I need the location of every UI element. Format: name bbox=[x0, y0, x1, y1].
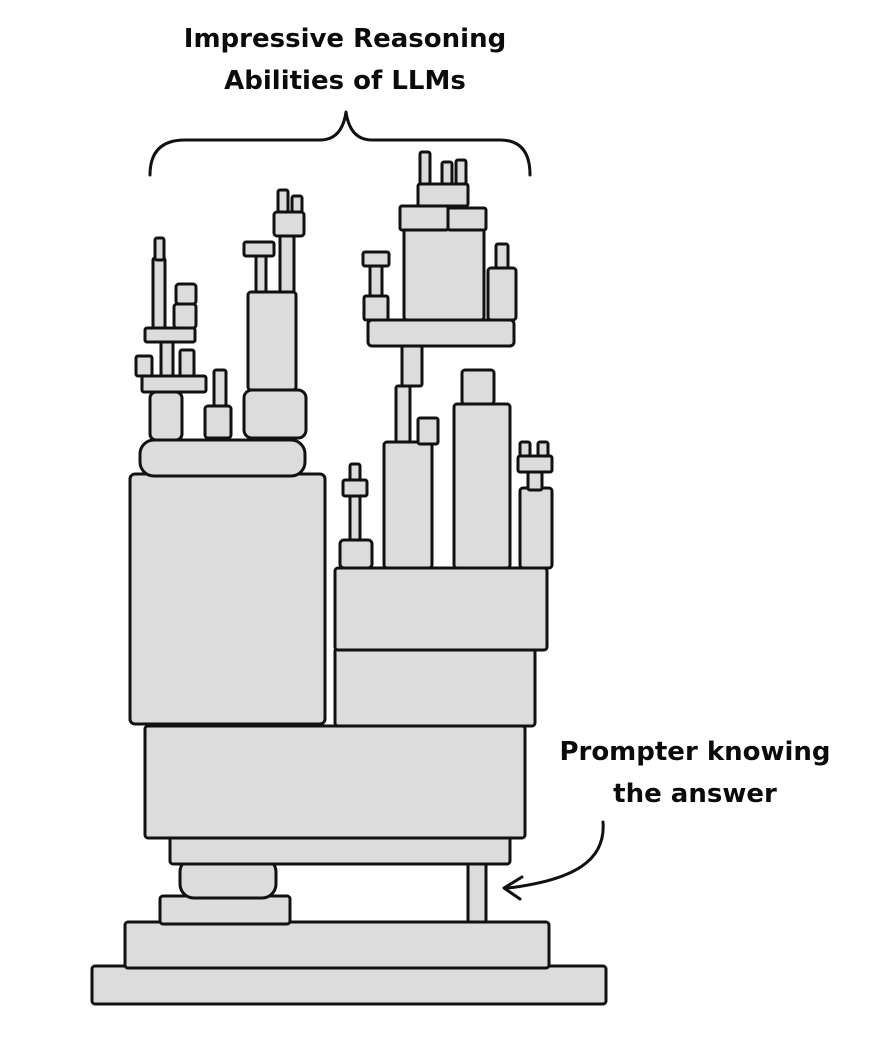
prompter-stick bbox=[466, 860, 488, 924]
right-pedestal-stick bbox=[348, 494, 362, 542]
left-nub-a bbox=[134, 354, 154, 378]
crown-box bbox=[402, 226, 486, 322]
crown-nub-a bbox=[418, 150, 432, 186]
top-caption-line-1: Impressive Reasoning bbox=[183, 24, 507, 54]
right-pedestal-tip bbox=[348, 462, 362, 482]
pillar-drum bbox=[242, 388, 308, 440]
right-upper-block bbox=[333, 566, 549, 652]
pillar-stick-b bbox=[278, 234, 296, 294]
left-post bbox=[159, 338, 175, 378]
left-crossbar bbox=[140, 374, 208, 394]
lower-body bbox=[143, 724, 527, 840]
support-slab bbox=[168, 834, 512, 866]
crown-bar-right bbox=[446, 206, 488, 232]
base-slab-upper bbox=[123, 920, 551, 970]
tall-column bbox=[452, 402, 512, 570]
side-caption-line-1: Prompter knowing bbox=[559, 737, 831, 767]
mid-column bbox=[382, 440, 434, 570]
left-support-plate bbox=[158, 894, 292, 926]
curly-brace bbox=[148, 110, 532, 177]
left-crown-stick bbox=[368, 264, 384, 298]
big-left-block bbox=[128, 472, 327, 726]
left-cylinder bbox=[148, 390, 184, 442]
right-pedestal-small bbox=[338, 538, 374, 570]
crown-top bbox=[416, 182, 470, 208]
left-crown-cap bbox=[361, 250, 391, 268]
left-disc bbox=[138, 438, 307, 478]
mid-column-box bbox=[416, 416, 440, 446]
far-right-box bbox=[518, 486, 554, 570]
small-block-stick bbox=[212, 368, 228, 408]
pillar-top-nub-b bbox=[290, 194, 304, 214]
pillar-column bbox=[246, 290, 298, 392]
left-small-box-b bbox=[174, 282, 198, 306]
right-crown-box bbox=[486, 266, 518, 322]
right-crown-nub bbox=[494, 242, 510, 270]
left-tall-rod bbox=[151, 256, 167, 330]
top-caption-line-2: Abilities of LLMs bbox=[224, 66, 466, 96]
small-block bbox=[203, 404, 233, 440]
pillar-top-nub-a bbox=[276, 188, 290, 214]
right-pedestal-cap bbox=[341, 478, 369, 498]
left-small-box-a bbox=[172, 302, 198, 330]
left-rod-cap bbox=[153, 236, 166, 262]
left-nub-b bbox=[178, 348, 196, 378]
far-right-cap bbox=[516, 454, 554, 474]
pillar-stick-a bbox=[254, 252, 268, 294]
right-lower-block bbox=[333, 646, 537, 728]
side-caption-line-2: the answer bbox=[613, 779, 777, 809]
crown-bar-left bbox=[398, 204, 450, 232]
far-right-nub-a bbox=[518, 440, 532, 458]
pillar-top-block bbox=[272, 210, 306, 238]
tall-column-top bbox=[460, 368, 496, 406]
support-post bbox=[400, 344, 424, 388]
mid-column-link bbox=[394, 384, 412, 444]
pointer-arrow bbox=[506, 820, 605, 890]
arrow-head bbox=[502, 875, 524, 901]
left-crown-stack bbox=[362, 294, 390, 322]
crown-nub-c bbox=[454, 158, 468, 186]
far-right-stick bbox=[526, 470, 544, 492]
base-slab-bottom bbox=[90, 964, 608, 1006]
left-mid-bar bbox=[143, 326, 197, 344]
crown-nub-b bbox=[440, 160, 454, 186]
far-right-nub-b bbox=[536, 440, 550, 458]
pillar-cap-a bbox=[242, 240, 276, 258]
upper-platform bbox=[366, 318, 516, 348]
